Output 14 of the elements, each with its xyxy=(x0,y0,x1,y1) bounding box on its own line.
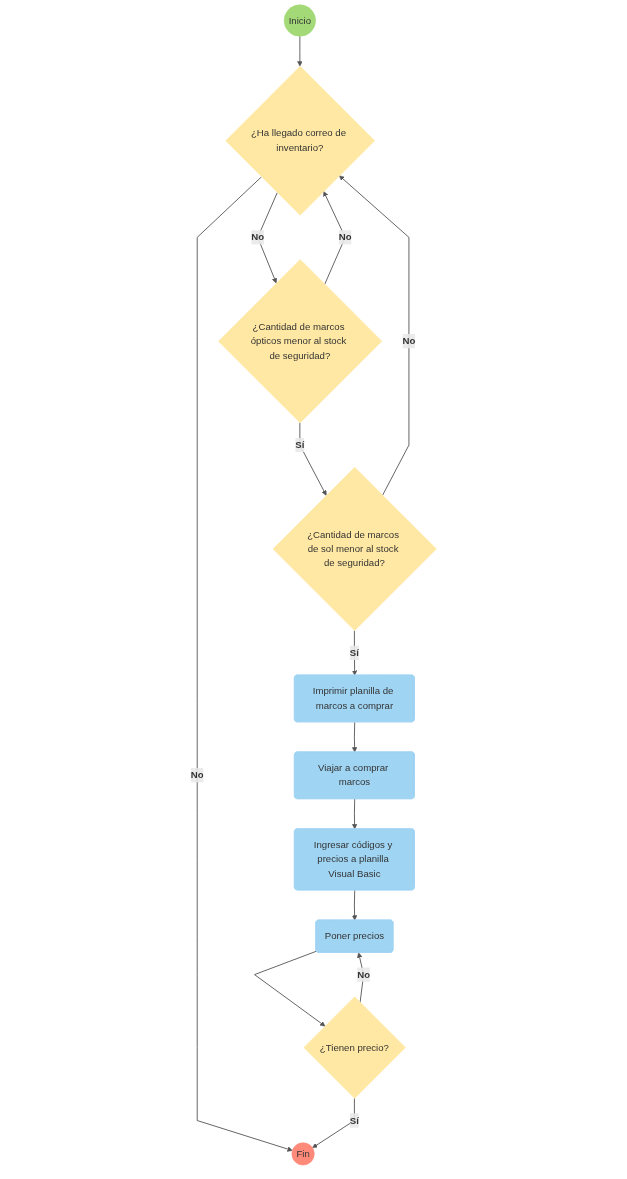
edge-label: No xyxy=(402,335,416,347)
edge-label: No xyxy=(357,969,370,980)
edge-label: Sí xyxy=(349,1115,359,1126)
edge-label: No xyxy=(338,231,352,243)
node-diamond: ¿Tienen precio? xyxy=(303,996,406,1099)
edge-label: No xyxy=(251,231,265,243)
edge-label: Sí xyxy=(295,439,305,450)
node-circle: Inicio xyxy=(283,4,316,37)
node-diamond: ¿Cantidad de marcos de sol menor al stock de seguridad? xyxy=(272,467,437,631)
edge-label: Sí xyxy=(349,647,359,658)
node-diamond: ¿Ha llegado correo de inventario? xyxy=(225,65,375,216)
edge-label: No xyxy=(190,769,204,781)
node-diamond: ¿Cantidad de marcos ópticos menor al stock de seguridad? xyxy=(218,259,383,424)
node-circle: Fin xyxy=(291,1142,315,1166)
